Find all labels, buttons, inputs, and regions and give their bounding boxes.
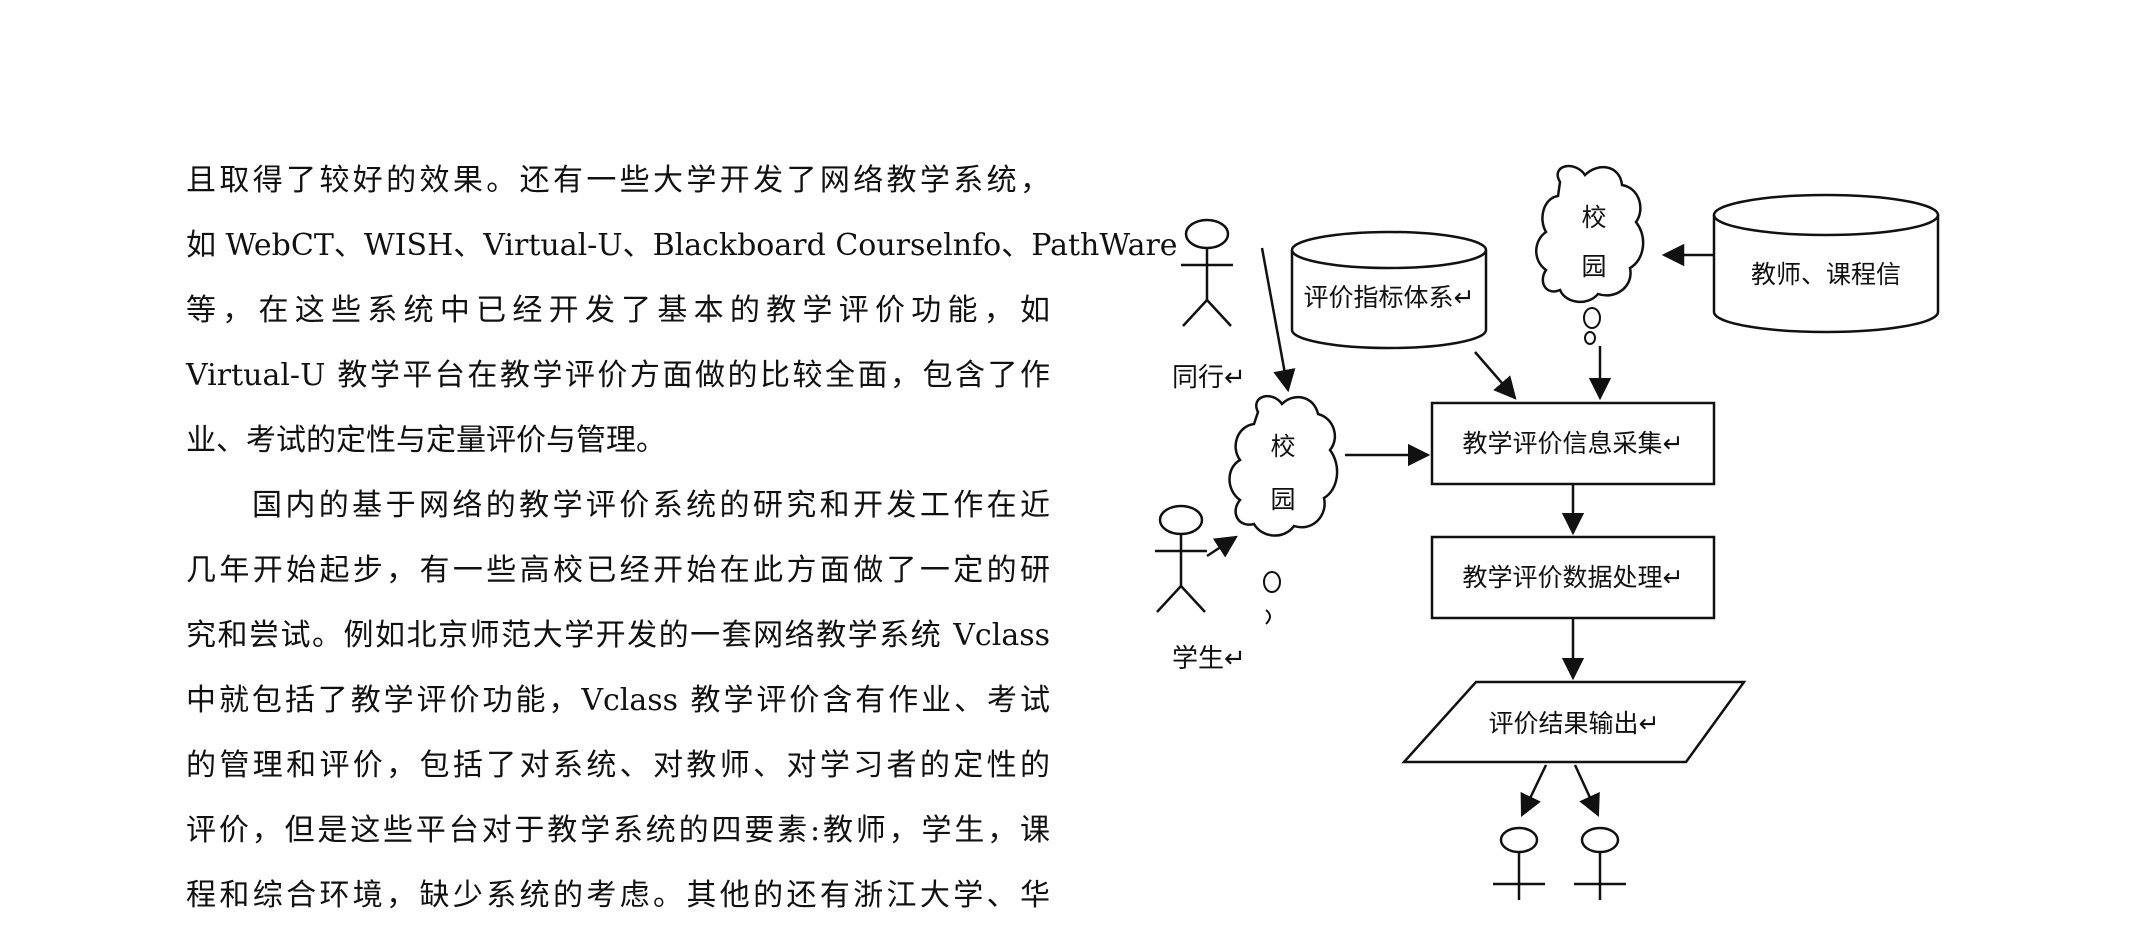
campus-cloud-top: 校 园 — [1535, 164, 1645, 345]
db-teacher-course-label: 教师、课程信 — [1751, 260, 1901, 289]
text-line-4: Virtual-U 教学平台在教学评价方面做的比较全面，包含了作 — [186, 358, 1050, 393]
step-output-label: 评价结果输出↵ — [1489, 709, 1660, 738]
actor-student-label: 学生↵ — [1172, 644, 1246, 674]
document-page: 且取得了较好的效果。还有一些大学开发了网络教学系统， 如 WebCT、WISH、… — [186, 163, 1940, 913]
database-teacher-course: 教师、课程信 — [1712, 193, 1940, 334]
text-line-7: 几年开始起步，有一些高校已经开始在此方面做了一定的研 — [186, 553, 1050, 588]
db-index-label: 评价指标体系↵ — [1304, 283, 1475, 312]
actor-peer-label: 同行↵ — [1172, 363, 1246, 393]
actor-student — [1155, 504, 1207, 613]
text-line-12: 程和综合环境，缺少系统的考虑。其他的还有浙江大学、华 — [186, 878, 1050, 913]
body-text: 且取得了较好的效果。还有一些大学开发了网络教学系统， 如 WebCT、WISH、… — [186, 148, 1178, 928]
actor-peer — [1181, 218, 1233, 327]
step-information-collection: 教学评价信息采集↵ — [1430, 401, 1716, 486]
evaluation-flow-diagram: 评价指标体系↵ 教师、课程信 校 园 校 园 — [1155, 164, 1940, 900]
cloud-top-char-1: 校 — [1581, 203, 1606, 232]
text-line-2: 如 WebCT、WISH、Virtual-U、Blackboard Course… — [186, 228, 1178, 263]
text-line-9: 中就包括了教学评价功能，Vclass 教学评价含有作业、考试 — [186, 683, 1050, 718]
text-line-5: 业、考试的定性与定量评价与管理。 — [186, 423, 666, 458]
step-process-label: 教学评价数据处理↵ — [1463, 563, 1684, 592]
text-line-3: 等，在这些系统中已经开发了基本的教学评价功能，如 — [186, 293, 1050, 328]
text-line-10: 的管理和评价，包括了对系统、对教师、对学习者的定性的 — [186, 748, 1050, 783]
text-line-6: 国内的基于网络的教学评价系统的研究和开发工作在近 — [252, 488, 1050, 523]
cloud-left-char-2: 园 — [1270, 485, 1295, 514]
text-line-11: 评价，但是这些平台对于教学系统的四要素:教师，学生，课 — [186, 813, 1050, 848]
flow-arrows — [1206, 243, 1714, 818]
text-line-8: 究和尝试。例如北京师范大学开发的一套网络教学系统 Vclass — [186, 618, 1050, 653]
step-result-output: 评价结果输出↵ — [1401, 680, 1747, 764]
step-data-processing: 教学评价数据处理↵ — [1430, 535, 1716, 620]
output-actors — [1493, 826, 1626, 900]
step-collect-label: 教学评价信息采集↵ — [1463, 429, 1684, 458]
database-evaluation-index: 评价指标体系↵ — [1290, 230, 1488, 350]
text-line-1: 且取得了较好的效果。还有一些大学开发了网络教学系统， — [186, 163, 1050, 198]
cloud-top-char-2: 园 — [1581, 252, 1606, 281]
campus-cloud-left: 校 园 — [1228, 394, 1339, 625]
cloud-left-char-1: 校 — [1270, 432, 1295, 461]
